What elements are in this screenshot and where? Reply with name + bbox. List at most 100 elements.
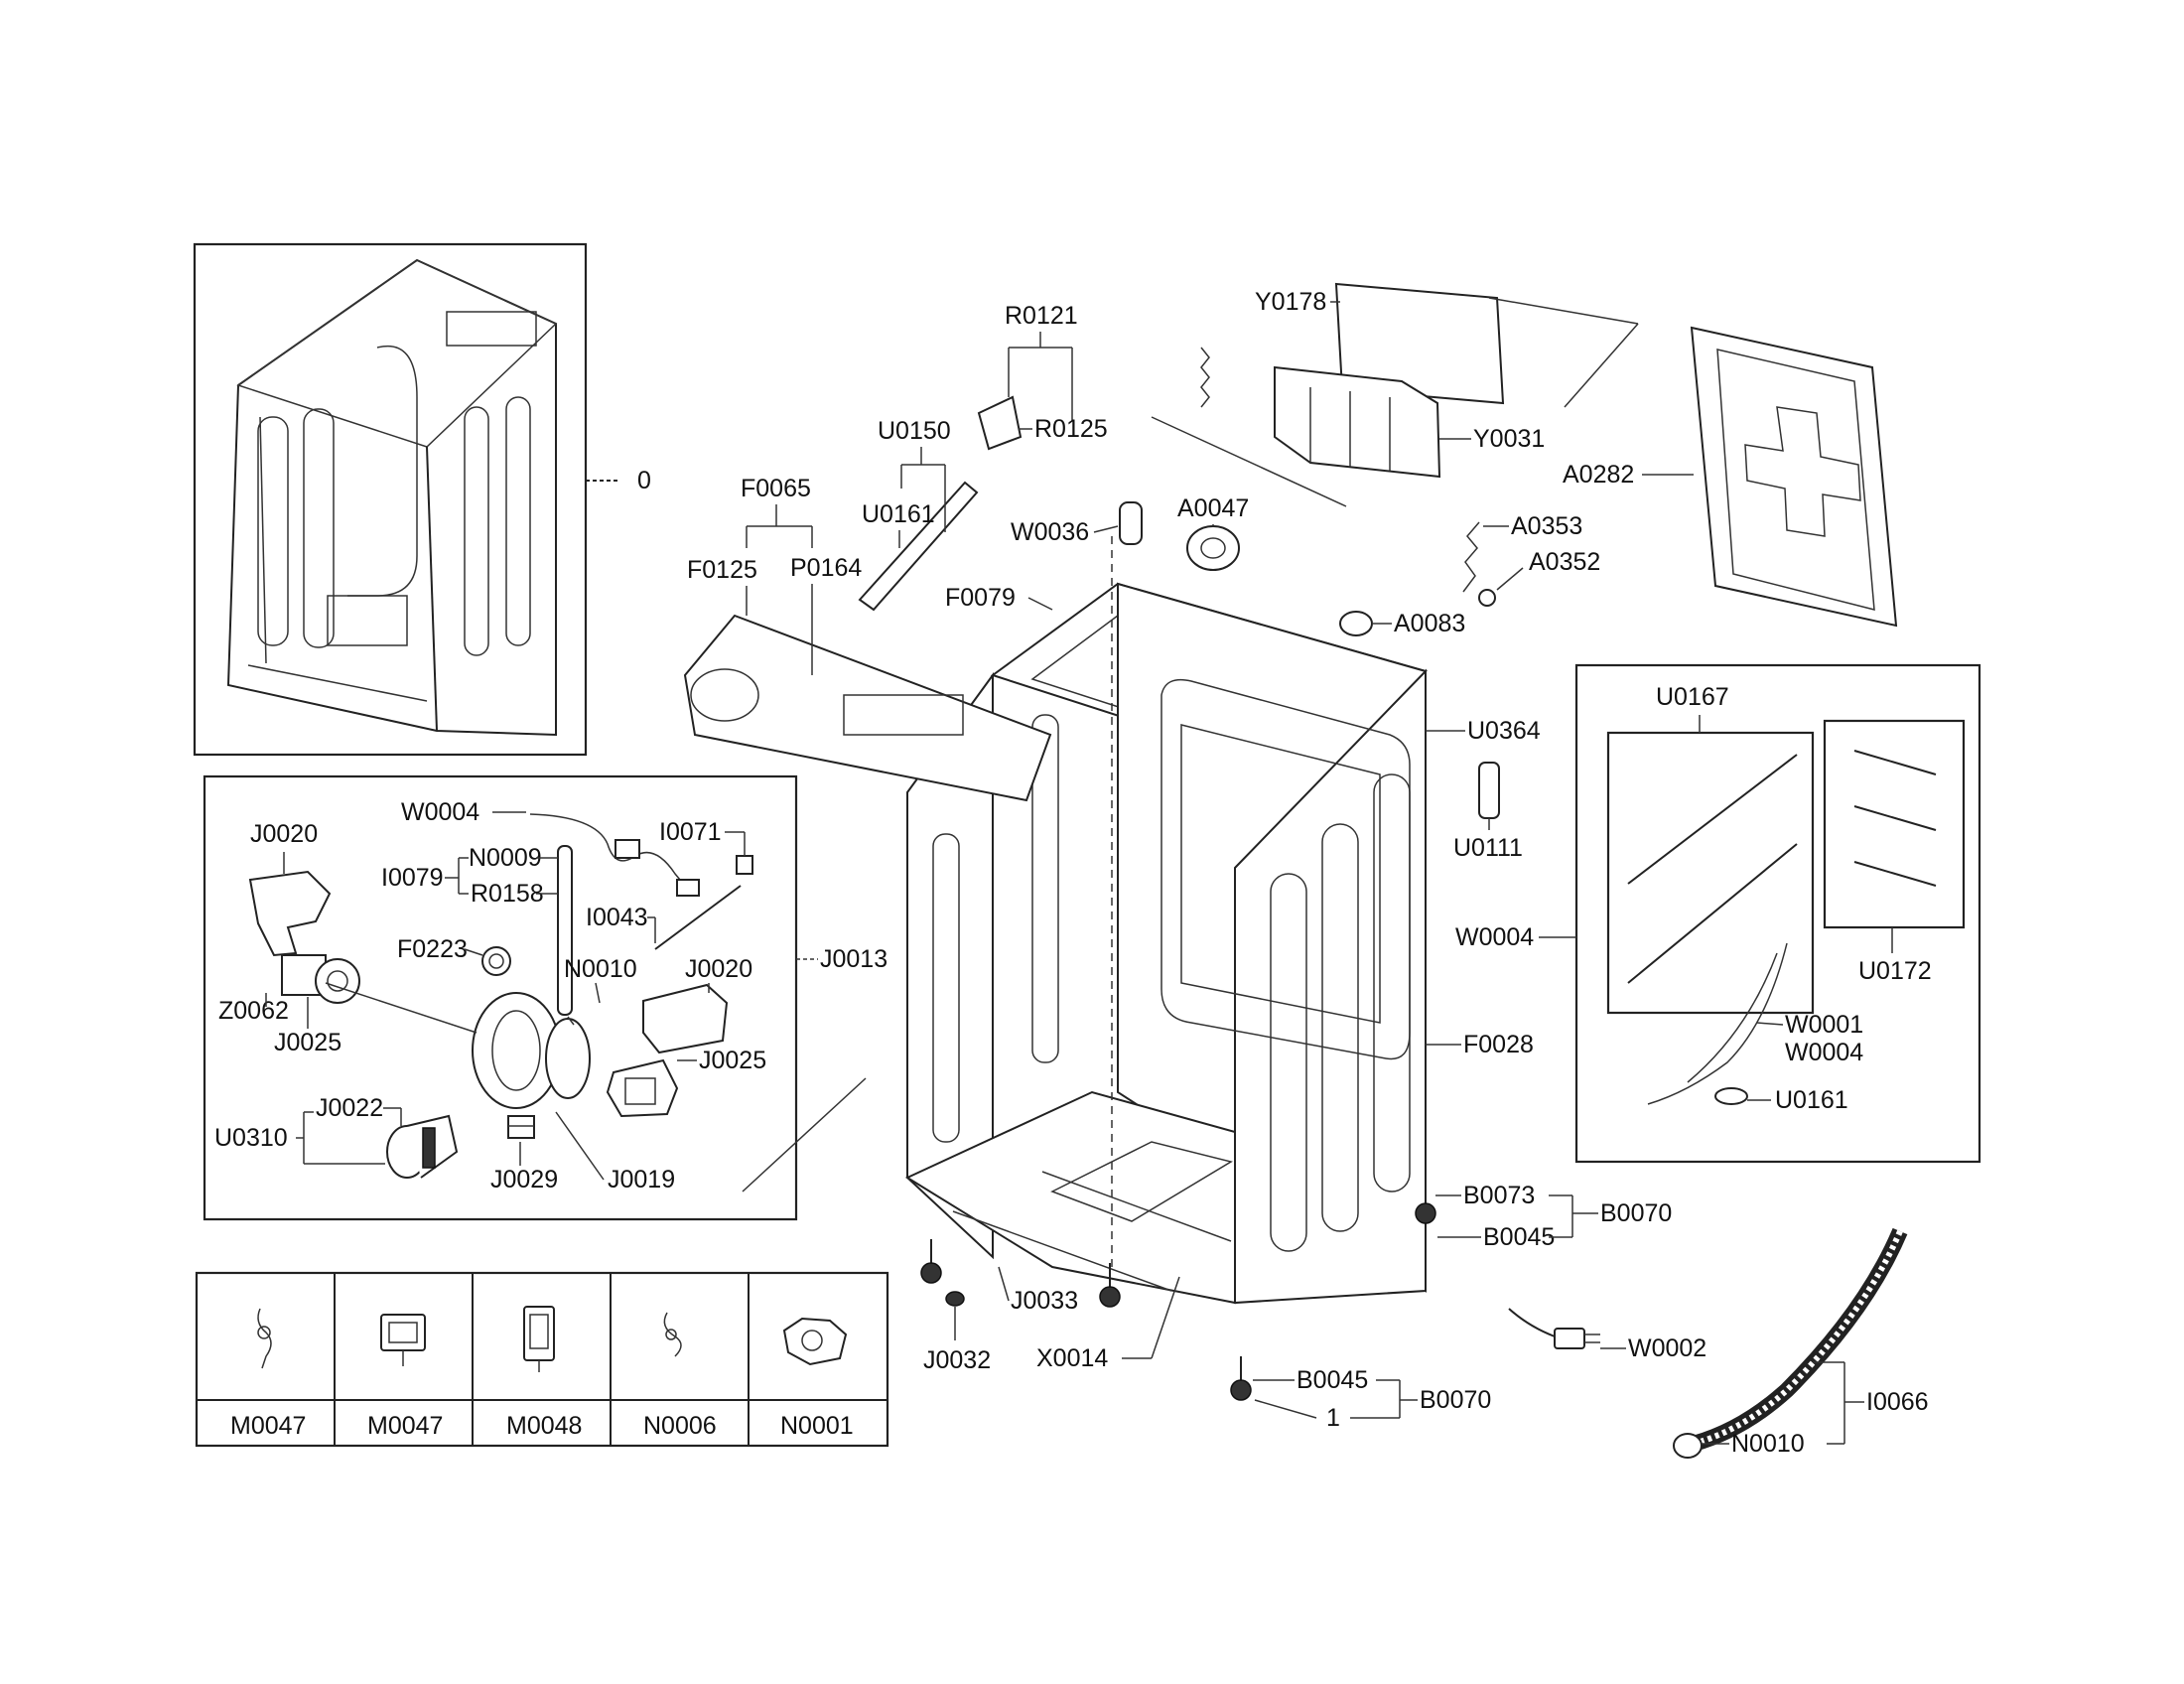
label-u0111: U0111 <box>1453 834 1523 862</box>
leveling-foot-4-icon <box>1415 1184 1436 1224</box>
label-j0033: J0033 <box>1011 1287 1078 1315</box>
label-j0013: J0013 <box>820 945 887 973</box>
hardware-label-3: M0048 <box>506 1412 582 1440</box>
label-p0164: P0164 <box>790 554 862 582</box>
label-j0025-b: J0025 <box>699 1047 766 1074</box>
label-u0167: U0167 <box>1656 683 1729 711</box>
label-f0028: F0028 <box>1463 1031 1534 1058</box>
hardware-label-2: M0047 <box>367 1412 443 1440</box>
label-u0310: U0310 <box>214 1124 288 1152</box>
wiring-kit-inset: U0167 U0172 W0001 W0004 U0161 <box>1574 663 1981 1164</box>
label-a0282: A0282 <box>1563 461 1634 489</box>
label-b0045-lower: B0045 <box>1297 1366 1368 1394</box>
label-i0043: I0043 <box>586 904 648 931</box>
label-f0079: F0079 <box>945 584 1016 612</box>
label-u0161-top: U0161 <box>862 500 935 528</box>
label-w0001: W0001 <box>1785 1011 1863 1039</box>
label-r0125: R0125 <box>1034 415 1108 443</box>
label-b0070-upper: B0070 <box>1600 1199 1672 1227</box>
label-y0178: Y0178 <box>1255 288 1326 316</box>
label-f0223: F0223 <box>397 935 468 963</box>
bracket-icon <box>380 1314 426 1366</box>
u0111-part-icon <box>1478 762 1500 830</box>
label-b0073: B0073 <box>1463 1182 1535 1209</box>
label-j0029: J0029 <box>490 1166 558 1193</box>
label-r0158: R0158 <box>471 880 544 908</box>
main-cabinet <box>683 282 1898 1401</box>
filter-housing-icon <box>606 983 729 1118</box>
label-a0047: A0047 <box>1177 494 1249 522</box>
label-u0364: U0364 <box>1467 717 1541 745</box>
inlet-hose-icon <box>1673 1227 1908 1459</box>
label-n0010-hose: N0010 <box>1731 1430 1805 1458</box>
bracket-r0125-icon <box>977 395 1023 451</box>
label-b0045-upper: B0045 <box>1483 1223 1555 1251</box>
drain-pump-motor-icon <box>281 954 360 1004</box>
hardware-label-5: N0001 <box>780 1412 854 1440</box>
label-n0009: N0009 <box>469 844 542 872</box>
label-w0004-kit: W0004 <box>1785 1039 1863 1066</box>
top-rail-icon <box>858 481 979 612</box>
wire-clip-icon <box>663 1312 682 1357</box>
leveling-foot-1-icon <box>920 1239 942 1284</box>
label-w0004-right: W0004 <box>1455 923 1534 951</box>
label-w0036: W0036 <box>1011 518 1089 546</box>
label-i0079: I0079 <box>381 864 444 892</box>
label-f0125: F0125 <box>687 556 757 584</box>
label-n0010-pump: N0010 <box>564 955 637 983</box>
a0083-part-icon <box>1339 611 1373 636</box>
cabinet-thumbnail-icon <box>226 258 558 737</box>
label-x0014: X0014 <box>1036 1344 1108 1372</box>
wire-harness-icon <box>529 813 700 897</box>
label-cabinet: 0 <box>637 467 651 494</box>
label-a0353: A0353 <box>1511 512 1582 540</box>
label-u0150: U0150 <box>878 417 951 445</box>
spring-icon <box>1200 347 1210 408</box>
label-a0083: A0083 <box>1394 610 1465 637</box>
label-one: 1 <box>1326 1404 1340 1432</box>
hardware-label-4: N0006 <box>643 1412 717 1440</box>
label-i0066: I0066 <box>1866 1388 1929 1416</box>
drain-pump-inset: W0004 I0071 J0020 N0009 I0079 R0158 I004… <box>203 774 887 1221</box>
hardware-label-1: M0047 <box>230 1412 306 1440</box>
bracket-set-icon <box>1627 750 1937 984</box>
pump-cover-bracket-icon <box>248 870 332 957</box>
label-j0020-b: J0020 <box>685 955 752 983</box>
y0031-filter-icon <box>1274 365 1441 479</box>
label-w0004-pump: W0004 <box>401 798 479 826</box>
label-j0025-a: J0025 <box>274 1029 341 1056</box>
label-y0031: Y0031 <box>1473 425 1545 453</box>
label-j0032: J0032 <box>923 1346 991 1374</box>
label-j0020-a: J0020 <box>250 820 318 848</box>
hook-icon <box>523 1306 555 1372</box>
power-cord-icon <box>1508 1308 1600 1349</box>
rod-icon <box>654 855 753 950</box>
label-z0062: Z0062 <box>218 997 289 1025</box>
label-u0172: U0172 <box>1858 957 1932 985</box>
clamp-icon <box>782 1317 848 1366</box>
o-ring-icon <box>481 946 511 976</box>
leveling-foot-3-icon <box>1230 1356 1252 1401</box>
leveling-foot-2-icon <box>1099 1263 1121 1308</box>
tube-icon <box>557 845 573 1016</box>
a0282-lid-icon <box>1690 326 1898 628</box>
y0178-panel-icon <box>1334 282 1505 405</box>
label-r0121: R0121 <box>1005 302 1078 330</box>
label-i0071: I0071 <box>659 818 722 846</box>
label-w0002: W0002 <box>1628 1334 1706 1362</box>
label-b0070-lower: B0070 <box>1420 1386 1491 1414</box>
label-a0352: A0352 <box>1529 548 1600 576</box>
a0353-spring-icon <box>1462 521 1480 593</box>
label-u0161-kit: U0161 <box>1775 1086 1848 1114</box>
pump-housing-icon <box>472 992 591 1109</box>
control-panel-icon <box>683 614 1052 802</box>
cabinet-inset: 0 <box>193 242 651 757</box>
w0036-part-icon <box>1119 501 1143 545</box>
drain-filter-cap-icon <box>386 1114 459 1179</box>
label-j0019: J0019 <box>608 1166 675 1193</box>
j0032-washer-icon <box>945 1291 965 1307</box>
clip-icon <box>257 1308 272 1369</box>
hardware-table: M0047 M0047 M0048 N0006 N0001 <box>195 1271 889 1448</box>
a0047-part-icon <box>1186 525 1240 571</box>
kit-harness-icon <box>1647 942 1788 1105</box>
